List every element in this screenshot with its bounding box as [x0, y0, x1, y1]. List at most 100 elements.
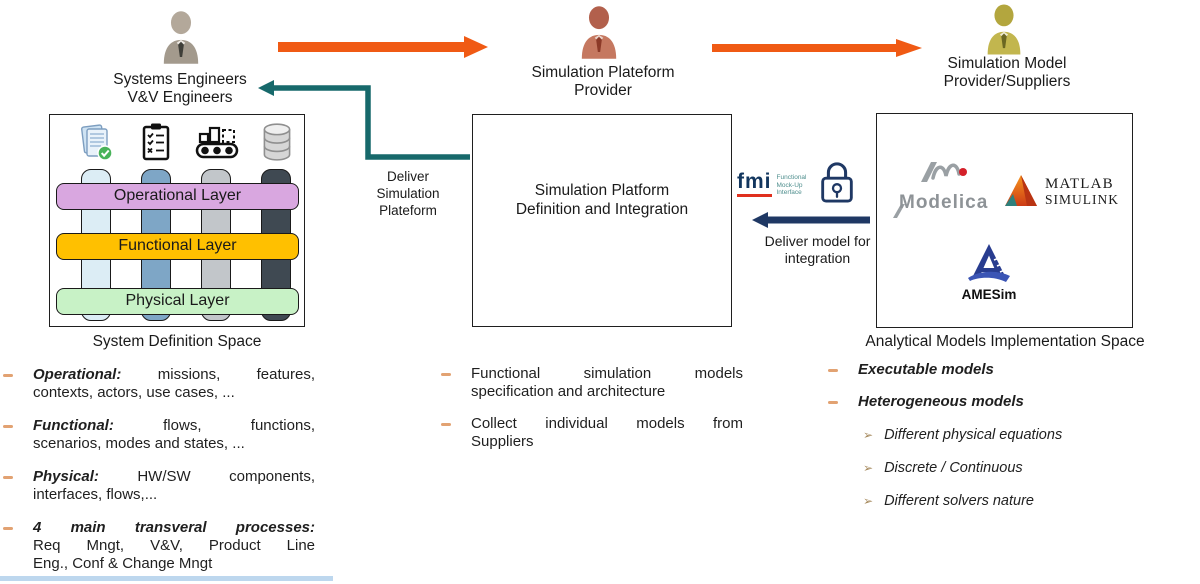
matlab-simulink-logo: MATLAB SIMULINK — [1003, 174, 1119, 208]
item-text: Heterogeneous models — [858, 393, 1024, 410]
physical-layer-bar: Physical Layer — [56, 288, 299, 315]
arrow-left-to-middle — [278, 36, 488, 63]
sub-list-item: ➢ Different solvers nature — [863, 492, 1128, 510]
deliver-platform-label: Deliver Simulation Plateform — [358, 168, 458, 219]
item-text: Executable models — [858, 361, 994, 378]
list-item: 4 main transveral processes: Req Mngt, V… — [3, 519, 318, 573]
item-text: Suppliers — [471, 433, 534, 450]
sub-item-text: Different physical equations — [884, 427, 1063, 443]
item-text: specification and architecture — [471, 383, 666, 400]
model-suppliers-label: Simulation Model Provider/Suppliers — [922, 55, 1092, 90]
fmi-subtitle-line1: Functional — [776, 174, 807, 181]
chevron-bullet-icon: ➢ — [863, 428, 874, 442]
functional-layer-bar: Functional Layer — [56, 233, 299, 260]
systems-engineer-icon — [160, 10, 202, 64]
systems-engineers-line2: V&V Engineers — [127, 88, 233, 106]
analytical-models-box: Modelica MATLAB SIMULINK — [876, 113, 1133, 328]
list-item: Heterogeneous models — [828, 393, 1128, 411]
item-text: Eng., Conf & Change Mngt — [33, 555, 213, 572]
amesim-wordmark: AMESim — [961, 287, 1017, 302]
list-item: Operational: missions, features, context… — [3, 366, 318, 402]
item-text: Req Mngt, V&V, Product Line — [33, 537, 315, 554]
fmi-subtitle-line3: Interface — [776, 189, 802, 196]
sub-list-item: ➢ Discrete / Continuous — [863, 459, 1128, 477]
model-suppliers-line2: Provider/Suppliers — [943, 72, 1071, 90]
list-item: Executable models — [828, 361, 1128, 379]
person-gray-icon — [163, 11, 199, 64]
sub-list-item: ➢ Different physical equations — [863, 426, 1128, 444]
chevron-bullet-icon: ➢ — [863, 461, 874, 475]
dash-bullet-icon — [3, 425, 13, 428]
fmi-wordmark: fmi — [737, 171, 772, 197]
arrow-middle-to-right — [712, 39, 922, 62]
deliver-model-label: Deliver model for integration — [740, 233, 895, 267]
item-text: contexts, actors, use cases, ... — [33, 384, 235, 401]
deliver-platform-line1: Deliver — [386, 169, 429, 184]
platform-definition-box: Simulation Platform Definition and Integ… — [472, 114, 732, 327]
deliver-model-line1: Deliver model for — [764, 233, 871, 249]
fmi-logo: fmi Functional Mock-Up Interface — [737, 171, 807, 197]
list-item: Functional simulation models specificati… — [441, 365, 746, 401]
dash-bullet-icon — [828, 401, 838, 404]
navy-arrow-icon — [752, 212, 870, 228]
matlab-triangle-icon — [1005, 175, 1037, 206]
deliver-platform-line3: Plateform — [379, 203, 437, 218]
item-lead: Physical: — [33, 468, 99, 485]
systems-engineers-line1: Systems Engineers — [113, 71, 247, 88]
simulink-line: SIMULINK — [1045, 191, 1119, 207]
platform-provider-label: Simulation Plateform Provider — [518, 64, 688, 99]
platform-tasks-list: Functional simulation models specificati… — [441, 365, 746, 451]
models-properties-list: Executable models Heterogeneous models ➢… — [828, 361, 1128, 525]
deliver-model-line2: integration — [784, 250, 851, 266]
deliver-platform-arrow — [258, 80, 470, 167]
person-yellow-icon — [987, 4, 1021, 55]
lock-icon — [816, 158, 858, 211]
item-text: Collect individual models from — [471, 415, 743, 432]
platform-box-line1: Simulation Platform — [534, 182, 670, 199]
checklist-clipboard-icon — [137, 121, 175, 163]
list-item: Functional: flows, functions, scenarios,… — [3, 417, 318, 453]
database-icon — [258, 121, 296, 163]
bottom-blue-divider — [0, 576, 333, 581]
fmi-subtitle: Functional Mock-Up Interface — [777, 174, 807, 197]
item-text: scenarios, modes and states, ... — [33, 435, 245, 452]
system-definition-box: Operational Layer Functional Layer Physi… — [49, 114, 305, 327]
item-text: HW/SW components, — [137, 468, 316, 485]
deliver-model-arrow — [752, 212, 870, 233]
list-item: Collect individual models from Suppliers — [441, 415, 746, 451]
modelica-logo: Modelica — [891, 156, 996, 223]
platform-provider-line2: Provider — [574, 81, 632, 99]
platform-provider-icon — [578, 5, 620, 59]
dash-bullet-icon — [3, 374, 13, 377]
system-definition-list: Operational: missions, features, context… — [3, 366, 318, 573]
amesim-a-icon — [968, 244, 1010, 282]
list-item: Physical: HW/SW components, interfaces, … — [3, 468, 318, 504]
platform-box-line2: Definition and Integration — [515, 201, 689, 218]
dash-bullet-icon — [828, 369, 838, 372]
dash-bullet-icon — [3, 527, 13, 530]
orange-arrow-icon — [278, 36, 488, 58]
teal-elbow-arrow-icon — [258, 80, 470, 160]
analytical-models-caption: Analytical Models Implementation Space — [865, 333, 1145, 350]
item-text: flows, functions, — [163, 417, 315, 434]
sub-item-text: Different solvers nature — [884, 493, 1034, 509]
systems-engineers-label: Systems Engineers V&V Engineers — [95, 71, 265, 106]
amesim-logo: AMESim — [959, 242, 1019, 302]
matlab-wordmark: MATLAB SIMULINK — [1045, 176, 1119, 207]
item-lead: Functional: — [33, 417, 114, 434]
system-definition-caption: System Definition Space — [92, 333, 262, 350]
model-suppliers-icon — [984, 3, 1024, 55]
conveyor-machine-icon — [195, 121, 239, 163]
fmi-subtitle-line2: Mock-Up — [776, 181, 803, 189]
dash-bullet-icon — [441, 373, 451, 376]
dash-bullet-icon — [441, 423, 451, 426]
orange-arrow-icon — [712, 39, 922, 57]
dash-bullet-icon — [3, 476, 13, 479]
chevron-bullet-icon: ➢ — [863, 494, 874, 508]
operational-layer-bar: Operational Layer — [56, 183, 299, 210]
model-suppliers-line1: Simulation Model — [947, 55, 1067, 72]
item-lead: 4 main transveral processes: — [33, 519, 315, 536]
item-text: missions, features, — [157, 366, 316, 383]
modelica-wordmark: Modelica — [899, 192, 988, 213]
